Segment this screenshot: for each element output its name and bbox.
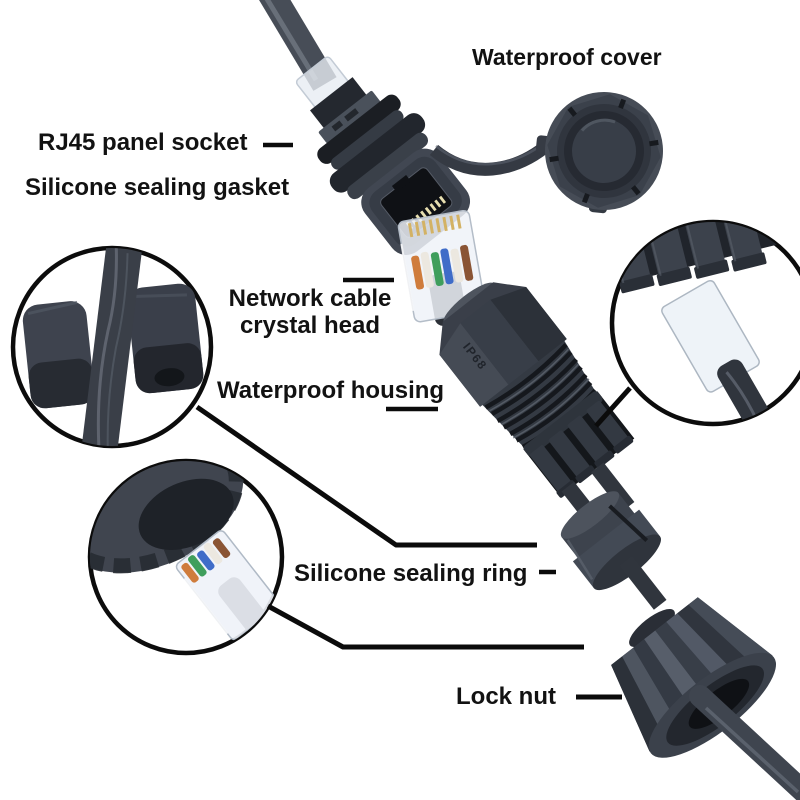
ring-highlight	[566, 539, 594, 581]
callout-circle-plug-in-nut	[87, 458, 285, 656]
leader-housing-detail	[594, 386, 632, 428]
collet-base	[523, 391, 603, 457]
plug-gold-contacts	[407, 214, 462, 238]
thread-highlights	[489, 348, 590, 439]
grommet-halves	[22, 283, 204, 409]
band-mark	[331, 120, 344, 132]
silicone-gasket-flange	[329, 113, 426, 193]
cover-notches	[549, 98, 659, 204]
band-mark	[344, 108, 359, 122]
hex-facet-right	[490, 287, 567, 363]
cable-highlight	[704, 706, 800, 794]
plug-wires	[411, 244, 474, 290]
callout-content	[22, 248, 204, 446]
nut-hole-zoom	[138, 478, 234, 550]
hex-facet-left	[439, 323, 510, 407]
ring-lower	[572, 509, 661, 589]
plug-wires-zoom	[181, 538, 231, 583]
jack-latch-notch	[391, 174, 412, 193]
socket-rib	[331, 110, 404, 170]
cover-highlight	[580, 118, 616, 132]
socket-rib	[347, 132, 429, 200]
stem-below-ring	[619, 555, 667, 610]
hex-facet-mid	[460, 299, 540, 387]
plug-edge-shine	[400, 243, 415, 312]
cable-highlight	[264, 0, 319, 82]
silicone-sealing-ring-part	[560, 481, 667, 610]
bottom-network-cable	[689, 685, 800, 800]
leader-lines	[195, 142, 632, 700]
cover-strap	[429, 137, 555, 176]
ring-upper	[561, 492, 637, 561]
ring-top-face	[560, 491, 620, 539]
leader-lock-nut	[266, 603, 584, 650]
socket-rib	[317, 94, 401, 164]
ring-slit	[608, 504, 649, 542]
grommet-hole	[154, 368, 185, 387]
waterproof-housing-part: IP68	[439, 282, 635, 512]
cable-through-grommet	[81, 248, 143, 446]
cover-inner-disc	[572, 119, 636, 183]
waterproof-cover-part	[535, 92, 663, 214]
cable-body	[689, 685, 800, 800]
leader-seal-ring	[195, 404, 537, 548]
callout-circle-seal-on-cable	[10, 245, 214, 449]
socket-neck	[310, 77, 368, 131]
nut-neck	[629, 609, 675, 647]
collet-fingers	[529, 400, 631, 495]
